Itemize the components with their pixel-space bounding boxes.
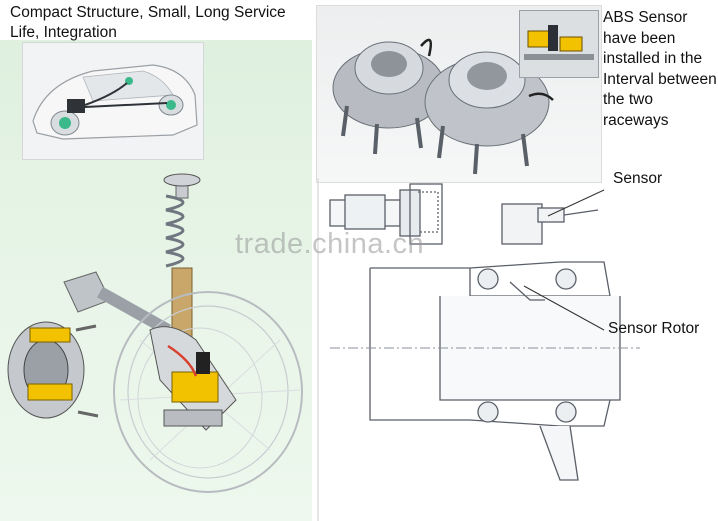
tire-wireframe bbox=[113, 291, 303, 493]
drive-shaft bbox=[63, 271, 171, 336]
abs-sensor-note: ABS Sensor have been installed in the In… bbox=[603, 9, 717, 129]
car-cutaway-photo bbox=[22, 42, 204, 160]
left-heading: Compact Structure, Small, Long Service L… bbox=[10, 4, 286, 41]
abs-sensor-inset-photo bbox=[519, 10, 599, 78]
hub-knuckle-assembly bbox=[149, 326, 237, 431]
hub-unit-exploded bbox=[7, 321, 99, 419]
sensor-label: Sensor bbox=[613, 170, 663, 187]
hub-bearings-drawing bbox=[332, 38, 554, 175]
watermark-text: trade.china.cn bbox=[235, 228, 425, 260]
abs-sensor-inset-drawing bbox=[524, 25, 594, 60]
sensor-rotor-label: Sensor Rotor bbox=[608, 320, 700, 337]
car-outline-drawing bbox=[32, 64, 198, 140]
hub-bearing-photo bbox=[316, 5, 602, 183]
strut-spring bbox=[163, 173, 201, 339]
